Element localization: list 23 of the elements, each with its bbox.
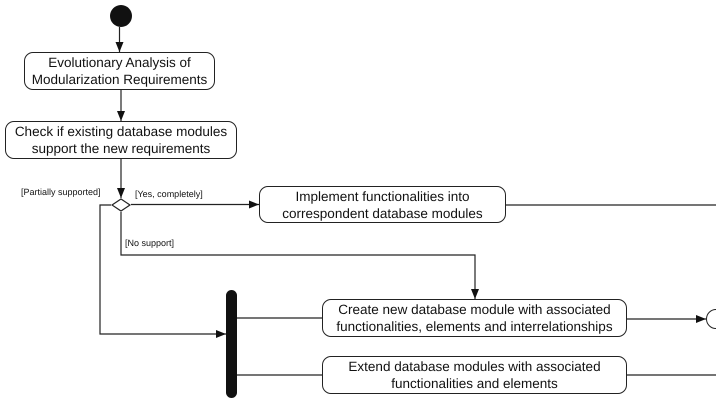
action-box (259, 186, 506, 223)
arrow (120, 212, 479, 299)
arrow (131, 200, 259, 208)
action-box (24, 52, 215, 90)
arrow (116, 27, 124, 52)
action-box (322, 299, 627, 337)
start-node (110, 5, 132, 27)
arrow (627, 315, 706, 323)
decision-diamond (111, 198, 131, 212)
edge-label: [Partially supported] (20, 187, 102, 197)
arrow (99, 204, 226, 338)
action-label: Check if existing database modules support the new requirements (14, 123, 228, 157)
fork-bar (226, 290, 237, 398)
action-label: Create new database module with associated functionalities, elements and interrelationships (335, 301, 614, 335)
edge-label: [Yes, completely] (134, 189, 204, 199)
edge-label: [No support] (124, 238, 176, 248)
action-label: Extend database modules with associated functionalities and elements (347, 358, 602, 392)
arrow (117, 159, 125, 198)
arrow (117, 90, 125, 121)
action-label: Evolutionary Analysis of Modularization Requirements (31, 54, 208, 88)
action-label: Implement functionalities into correspondent database modules (281, 188, 484, 222)
action-box (322, 356, 627, 394)
action-box (5, 121, 237, 159)
